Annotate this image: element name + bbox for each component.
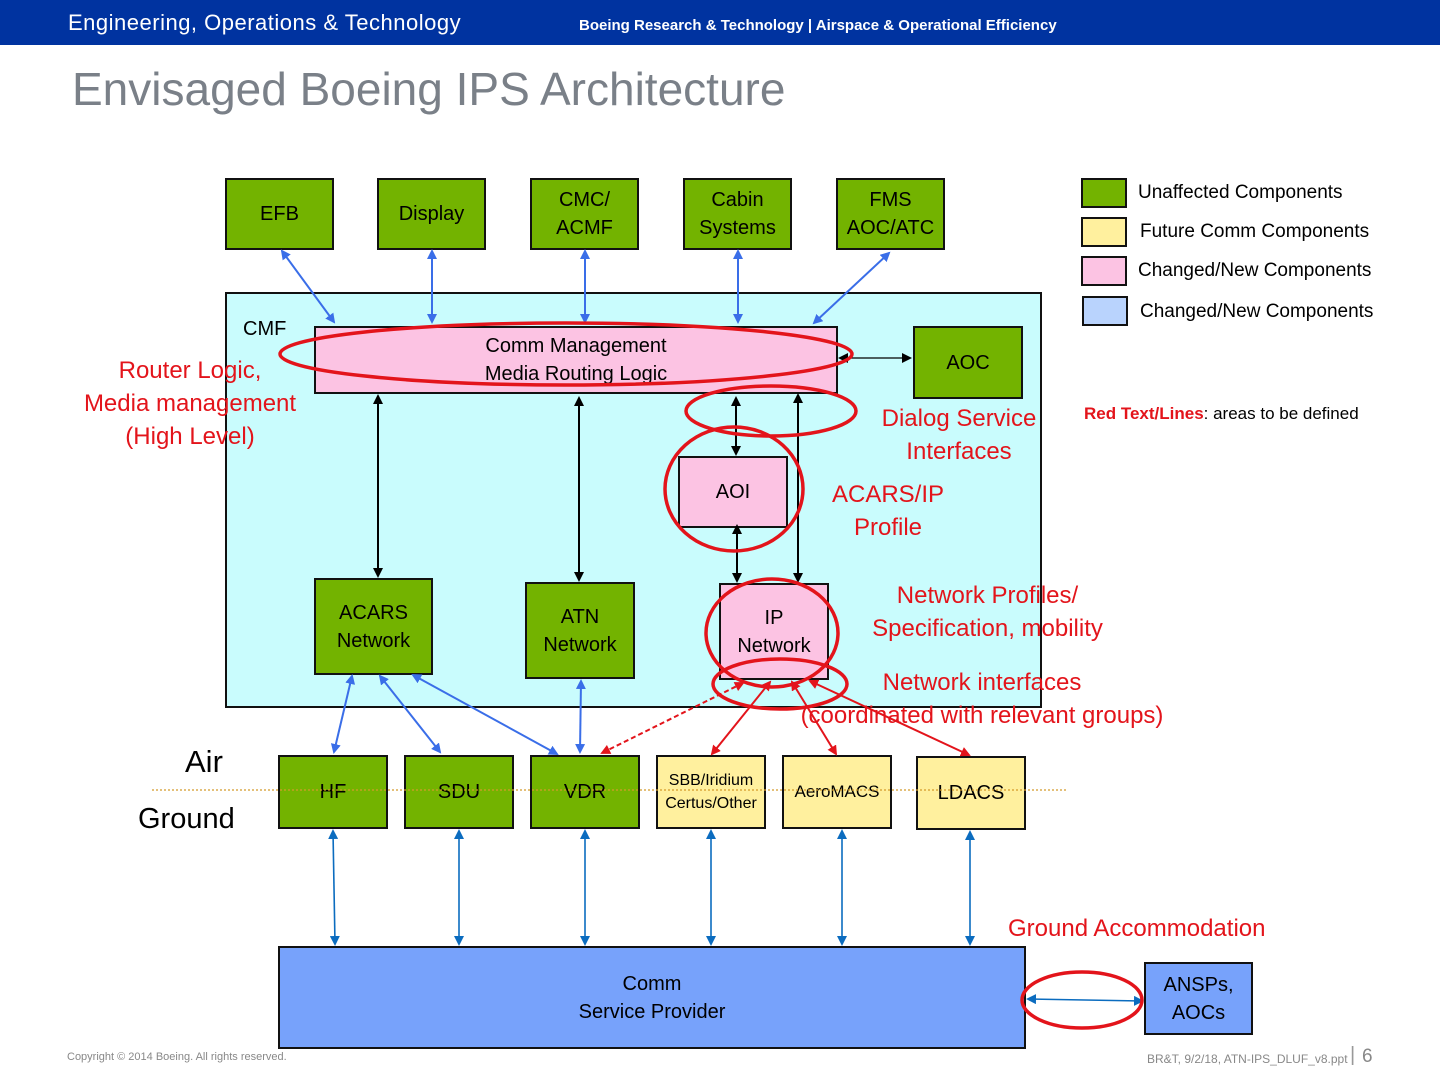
- cmc-acmf-box: CMC/ ACMF: [530, 178, 639, 250]
- cmf-label: CMF: [243, 318, 287, 340]
- legend-note-bold: Red Text/Lines: [1084, 404, 1204, 423]
- legend-label-unaffected: Unaffected Components: [1138, 182, 1343, 203]
- legend-label-changed-pink: Changed/New Components: [1138, 260, 1372, 281]
- legend-swatch-unaffected: [1081, 178, 1127, 208]
- footer-reference: BR&T, 9/2/18, ATN-IPS_DLUF_v8.ppt: [1147, 1052, 1348, 1066]
- legend-swatch-changed-pink: [1081, 256, 1127, 286]
- router-logic-annotation: Router Logic, Media management (High Lev…: [83, 357, 297, 450]
- footer-page-number: 6: [1362, 1046, 1373, 1067]
- legend-note: Red Text/Lines: areas to be defined: [1084, 404, 1359, 424]
- ansps-aocs-box: ANSPs, AOCs: [1144, 962, 1253, 1035]
- network-profiles-annotation: Network Profiles/ Specification, mobilit…: [872, 582, 1103, 642]
- atn-network-box: ATN Network: [525, 582, 635, 679]
- legend-swatch-future: [1081, 217, 1127, 247]
- vdr-box: VDR: [530, 755, 640, 829]
- display-box: Display: [377, 178, 486, 250]
- ground-label: Ground: [138, 803, 235, 835]
- comm-management-box: Comm Management Media Routing Logic: [314, 326, 838, 394]
- legend-label-changed-blue: Changed/New Components: [1140, 301, 1374, 322]
- acars-network-box: ACARS Network: [314, 578, 433, 675]
- aoc-box: AOC: [913, 326, 1023, 399]
- ground-accommodation-annotation: Ground Accommodation: [1008, 915, 1266, 942]
- aoi-box: AOI: [678, 456, 788, 528]
- csp-ansps-arrow: [1026, 994, 1144, 1006]
- footer-separator: |: [1350, 1044, 1356, 1066]
- fms-box: FMS AOC/ATC: [836, 178, 945, 250]
- efb-box: EFB: [225, 178, 334, 250]
- hf-box: HF: [278, 755, 388, 829]
- aeromacs-box: AeroMACS: [782, 755, 892, 829]
- header-unit: Boeing Research & Technology | Airspace …: [579, 17, 1057, 34]
- footer-copyright: Copyright © 2014 Boeing. All rights rese…: [67, 1051, 287, 1063]
- legend-note-rest: : areas to be defined: [1203, 404, 1359, 423]
- network-interfaces-annotation: Network interfaces (coordinated with rel…: [800, 669, 1164, 729]
- legend-label-future: Future Comm Components: [1140, 221, 1370, 242]
- comm-service-provider-box: Comm Service Provider: [278, 946, 1026, 1049]
- dialog-service-annotation: Dialog Service Interfaces: [881, 405, 1037, 465]
- header-bar: Engineering, Operations & Technology Boe…: [0, 0, 1440, 45]
- cabin-systems-box: Cabin Systems: [683, 178, 792, 250]
- page-title: Envisaged Boeing IPS Architecture: [72, 63, 786, 115]
- ldacs-box: LDACS: [916, 756, 1026, 830]
- acars-ip-profile-annotation: ACARS/IP Profile: [831, 481, 945, 541]
- air-label: Air: [185, 744, 223, 779]
- header-org: Engineering, Operations & Technology: [68, 10, 462, 35]
- sdu-box: SDU: [404, 755, 514, 829]
- ground-accommodation-ellipse: [1020, 970, 1144, 1030]
- sbb-iridium-box: SBB/Iridium Certus/Other: [656, 755, 766, 829]
- legend-swatch-changed-blue: [1082, 296, 1128, 326]
- hf-csp-arrow: [328, 829, 340, 946]
